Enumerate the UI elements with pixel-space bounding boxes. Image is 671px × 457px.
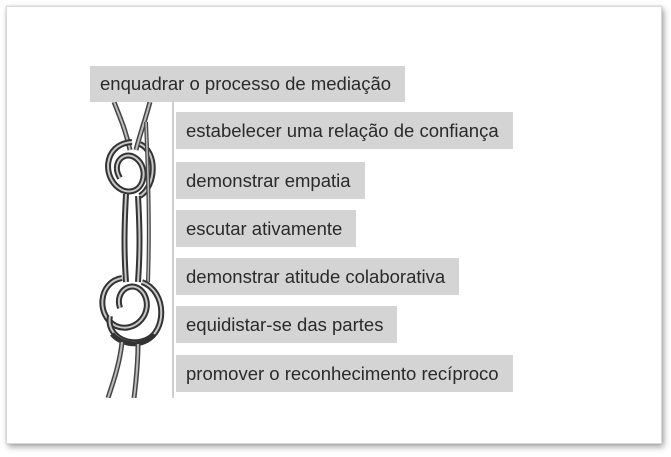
header-label: enquadrar o processo de mediação xyxy=(100,73,392,94)
item-label-3: escutar ativamente xyxy=(186,218,343,239)
item-label-1: estabelecer uma relação de confiança xyxy=(186,120,499,141)
item-box-4: demonstrar atitude colaborativa xyxy=(176,258,460,295)
item-box-5: equidistar-se das partes xyxy=(176,306,398,343)
item-box-6: promover o reconhecimento recíproco xyxy=(176,355,513,392)
item-label-6: promover o reconhecimento recíproco xyxy=(186,363,499,384)
header-label-box: enquadrar o processo de mediação xyxy=(90,66,406,102)
rope-illustration-panel xyxy=(92,102,174,398)
rope-knot-icon xyxy=(99,102,165,398)
item-label-4: demonstrar atitude colaborativa xyxy=(186,266,446,287)
item-box-2: demonstrar empatia xyxy=(176,162,365,199)
item-box-1: estabelecer uma relação de confiança xyxy=(176,112,513,149)
item-label-5: equidistar-se das partes xyxy=(186,314,384,335)
item-box-3: escutar ativamente xyxy=(176,210,357,247)
item-label-2: demonstrar empatia xyxy=(186,170,351,191)
